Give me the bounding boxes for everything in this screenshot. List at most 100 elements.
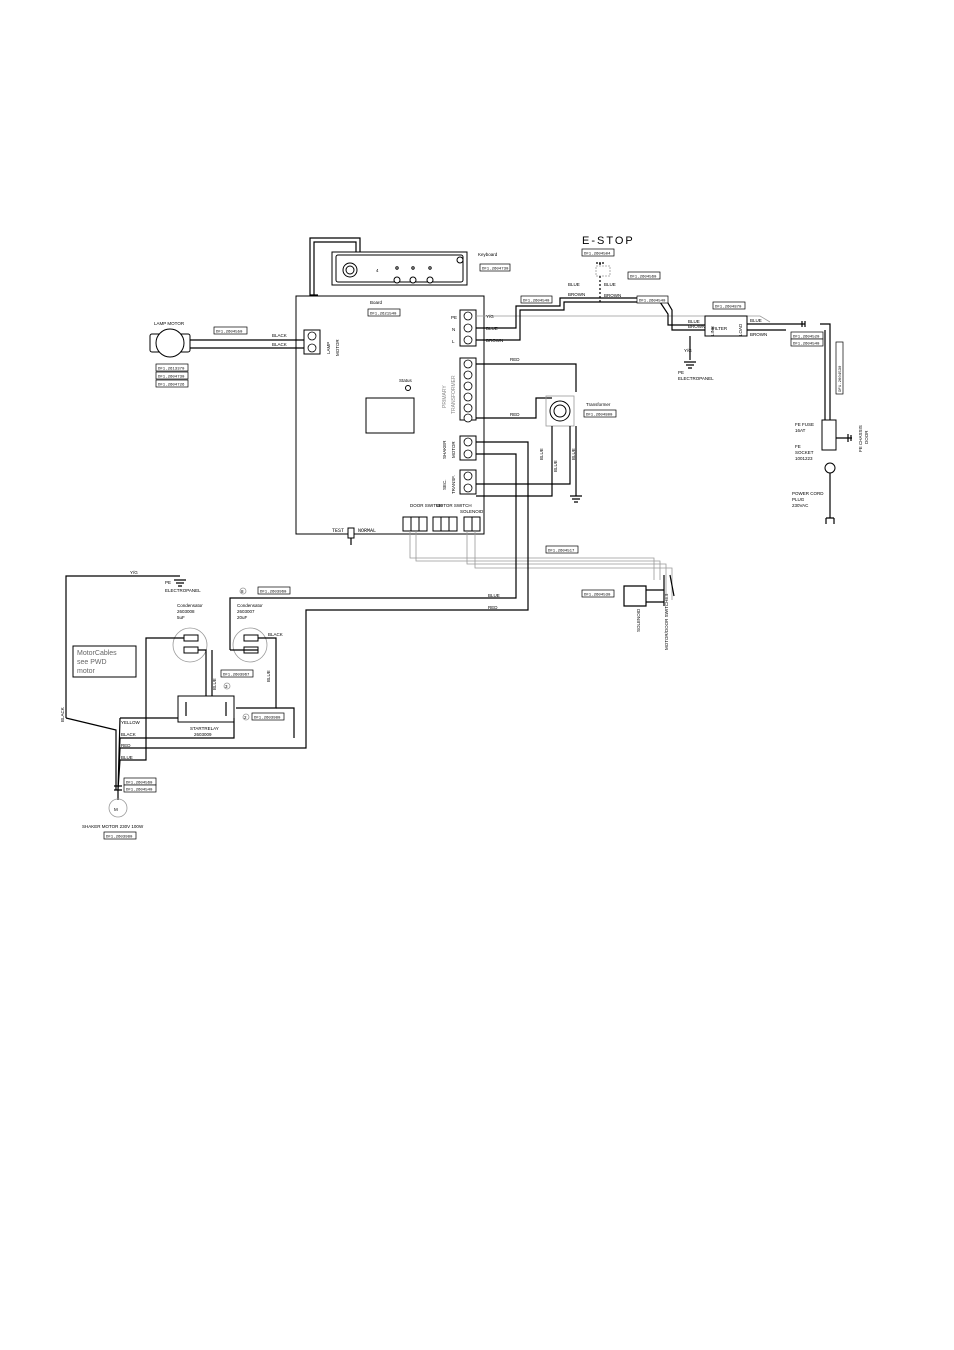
svg-text:DF1.2604560: DF1.2604560 (126, 782, 153, 786)
svg-text:RED: RED (510, 412, 520, 417)
svg-text:BROWN: BROWN (568, 292, 585, 297)
svg-text:Y/G: Y/G (130, 570, 138, 575)
svg-text:LOAD: LOAD (738, 323, 743, 336)
keyboard-unit: 4 Keyboard DF1.2604730 (309, 237, 511, 296)
lamp-motor: LAMP MOTOR BLACK BLACK DF1.2604550 DF1.2… (149, 321, 304, 388)
status-label: Status (399, 378, 413, 383)
capacitors-relay: Y/G PE ELECTROPANEL 8 DF1.2603960 Conden… (60, 570, 295, 840)
svg-text:FE: FE (795, 444, 801, 449)
status-led-icon (405, 385, 411, 391)
svg-text:DF1.2604517: DF1.2604517 (548, 550, 575, 554)
svg-text:see PWD: see PWD (77, 659, 107, 666)
svg-text:FILTER: FILTER (712, 326, 728, 331)
svg-text:DF1.2604726: DF1.2604726 (158, 384, 185, 388)
svg-text:SHAKER: SHAKER (442, 440, 447, 459)
svg-text:NORMAL: NORMAL (358, 528, 376, 534)
svg-text:TRANSFORMER: TRANSFORMER (451, 375, 457, 414)
keyboard-label: Keyboard (478, 252, 498, 257)
svg-text:3: 3 (225, 684, 228, 689)
svg-text:PE: PE (451, 315, 457, 320)
svg-text:2: 2 (244, 715, 247, 720)
svg-text:motor: motor (77, 668, 96, 675)
svg-text:Transformer: Transformer (586, 402, 611, 407)
svg-text:BLUE: BLUE (750, 318, 762, 323)
svg-text:N: N (452, 327, 455, 332)
svg-text:BLUE: BLUE (571, 448, 576, 460)
svg-text:5uF: 5uF (177, 615, 185, 620)
svg-text:BROWN: BROWN (486, 338, 503, 343)
svg-text:BLUE: BLUE (553, 460, 558, 472)
svg-text:DF1.2604730: DF1.2604730 (482, 268, 509, 272)
svg-text:MOTOR: MOTOR (451, 441, 456, 458)
svg-text:2603009: 2603009 (194, 732, 212, 737)
svg-text:TRANSF.: TRANSF. (451, 475, 456, 494)
svg-text:Y/G: Y/G (486, 314, 494, 319)
svg-text:DF1.2604520: DF1.2604520 (793, 336, 820, 340)
svg-text:20uF: 20uF (237, 615, 248, 620)
svg-text:DF1.2603967: DF1.2603967 (223, 674, 250, 678)
svg-text:BLACK: BLACK (121, 732, 136, 737)
svg-text:L: L (452, 339, 455, 344)
svg-text:BROWN: BROWN (750, 332, 767, 337)
svg-text:RED: RED (510, 357, 520, 362)
svg-text:BLACK: BLACK (272, 333, 287, 338)
svg-text:BLUE: BLUE (604, 282, 616, 287)
svg-text:DF1.2604540: DF1.2604540 (126, 789, 153, 793)
svg-text:RED: RED (121, 743, 131, 748)
svg-text:YELLOW: YELLOW (121, 720, 141, 725)
board-chip (365, 397, 415, 434)
svg-text:BLUE: BLUE (212, 678, 217, 690)
estop-title: E-STOP (582, 235, 635, 247)
svg-text:DF1.2604530: DF1.2604530 (584, 594, 611, 598)
svg-text:DF1.2604560: DF1.2604560 (630, 276, 657, 280)
svg-text:STARTRELAY: STARTRELAY (190, 726, 219, 731)
svg-text:LAMP: LAMP (326, 342, 331, 354)
board-label: Board (370, 300, 383, 305)
svg-text:ELECTROPANEL: ELECTROPANEL (678, 376, 714, 381)
svg-text:Y/G: Y/G (684, 348, 692, 353)
svg-text:DOOR SWITCH: DOOR SWITCH (410, 503, 443, 508)
svg-text:BLACK: BLACK (268, 632, 283, 637)
svg-text:MOTOR/DOOR SWITCHES: MOTOR/DOOR SWITCHES (664, 594, 669, 650)
svg-text:MOTOR SWITCH: MOTOR SWITCH (436, 503, 472, 508)
svg-text:Condensator: Condensator (177, 603, 203, 608)
svg-text:8: 8 (241, 589, 244, 594)
svg-text:PLUG: PLUG (792, 497, 805, 502)
svg-text:2603007: 2603007 (237, 609, 255, 614)
svg-text:DOOR: DOOR (864, 430, 869, 444)
svg-text:M: M (114, 807, 118, 812)
svg-text:DF1.2604504: DF1.2604504 (584, 253, 611, 257)
svg-text:DF1.2604870: DF1.2604870 (715, 306, 742, 310)
svg-text:230VAC: 230VAC (792, 503, 809, 508)
estop-switch[interactable]: E-STOP DF1.2604504 BLUE BROWN BLUE BROWN… (568, 235, 669, 304)
svg-text:PRIMARY: PRIMARY (442, 385, 448, 408)
main-board: Board DF1.2621540 Status PE N L PRIMARY … (295, 295, 485, 545)
power-wiring: Y/G BLUE BROWN DF1.2604540 BLUE BROWN (476, 295, 771, 343)
transformer: RED RED Transformer DF1.2604800 BLUE BLU… (476, 357, 617, 503)
svg-text:SOLENOID: SOLENOID (460, 509, 484, 514)
svg-text:DF1.2604540: DF1.2604540 (639, 300, 666, 304)
svg-text:BLUE: BLUE (488, 593, 500, 598)
line-filter: DF1.2604870 FILTER LINE LOAD BLUE BROWN … (678, 301, 824, 381)
svg-text:SOLENOID: SOLENOID (636, 608, 641, 632)
svg-text:DF1.2604800: DF1.2604800 (586, 414, 613, 418)
keyboard-up-arrow: 4 (376, 268, 379, 273)
svg-text:SOCKET: SOCKET (795, 450, 814, 455)
svg-text:DF1.2603980: DF1.2603980 (254, 717, 281, 721)
power-socket: DF1.2604530 FE FUSE 16AT FE SOCKET 10012… (792, 323, 869, 524)
svg-text:PE: PE (678, 370, 684, 375)
svg-text:DF1.2604530: DF1.2604530 (839, 365, 843, 392)
door-switches: DF1.2604517 DF1.2604530 SOLENOID MOTOR/D… (409, 531, 675, 650)
board-part-tag: DF1.2621540 (367, 308, 401, 317)
svg-text:SEC.: SEC. (442, 479, 447, 490)
svg-text:BLUE: BLUE (266, 670, 271, 682)
svg-text:DF1.2604550: DF1.2604550 (216, 331, 243, 335)
svg-text:BLUE: BLUE (539, 448, 544, 460)
svg-text:DF1.2603960: DF1.2603960 (260, 591, 287, 595)
svg-text:LAMP MOTOR: LAMP MOTOR (154, 321, 185, 326)
svg-text:BROWN: BROWN (688, 324, 705, 329)
svg-text:Condensator: Condensator (237, 603, 263, 608)
svg-text:2603008: 2603008 (177, 609, 195, 614)
svg-text:MotorCables: MotorCables (77, 650, 117, 657)
